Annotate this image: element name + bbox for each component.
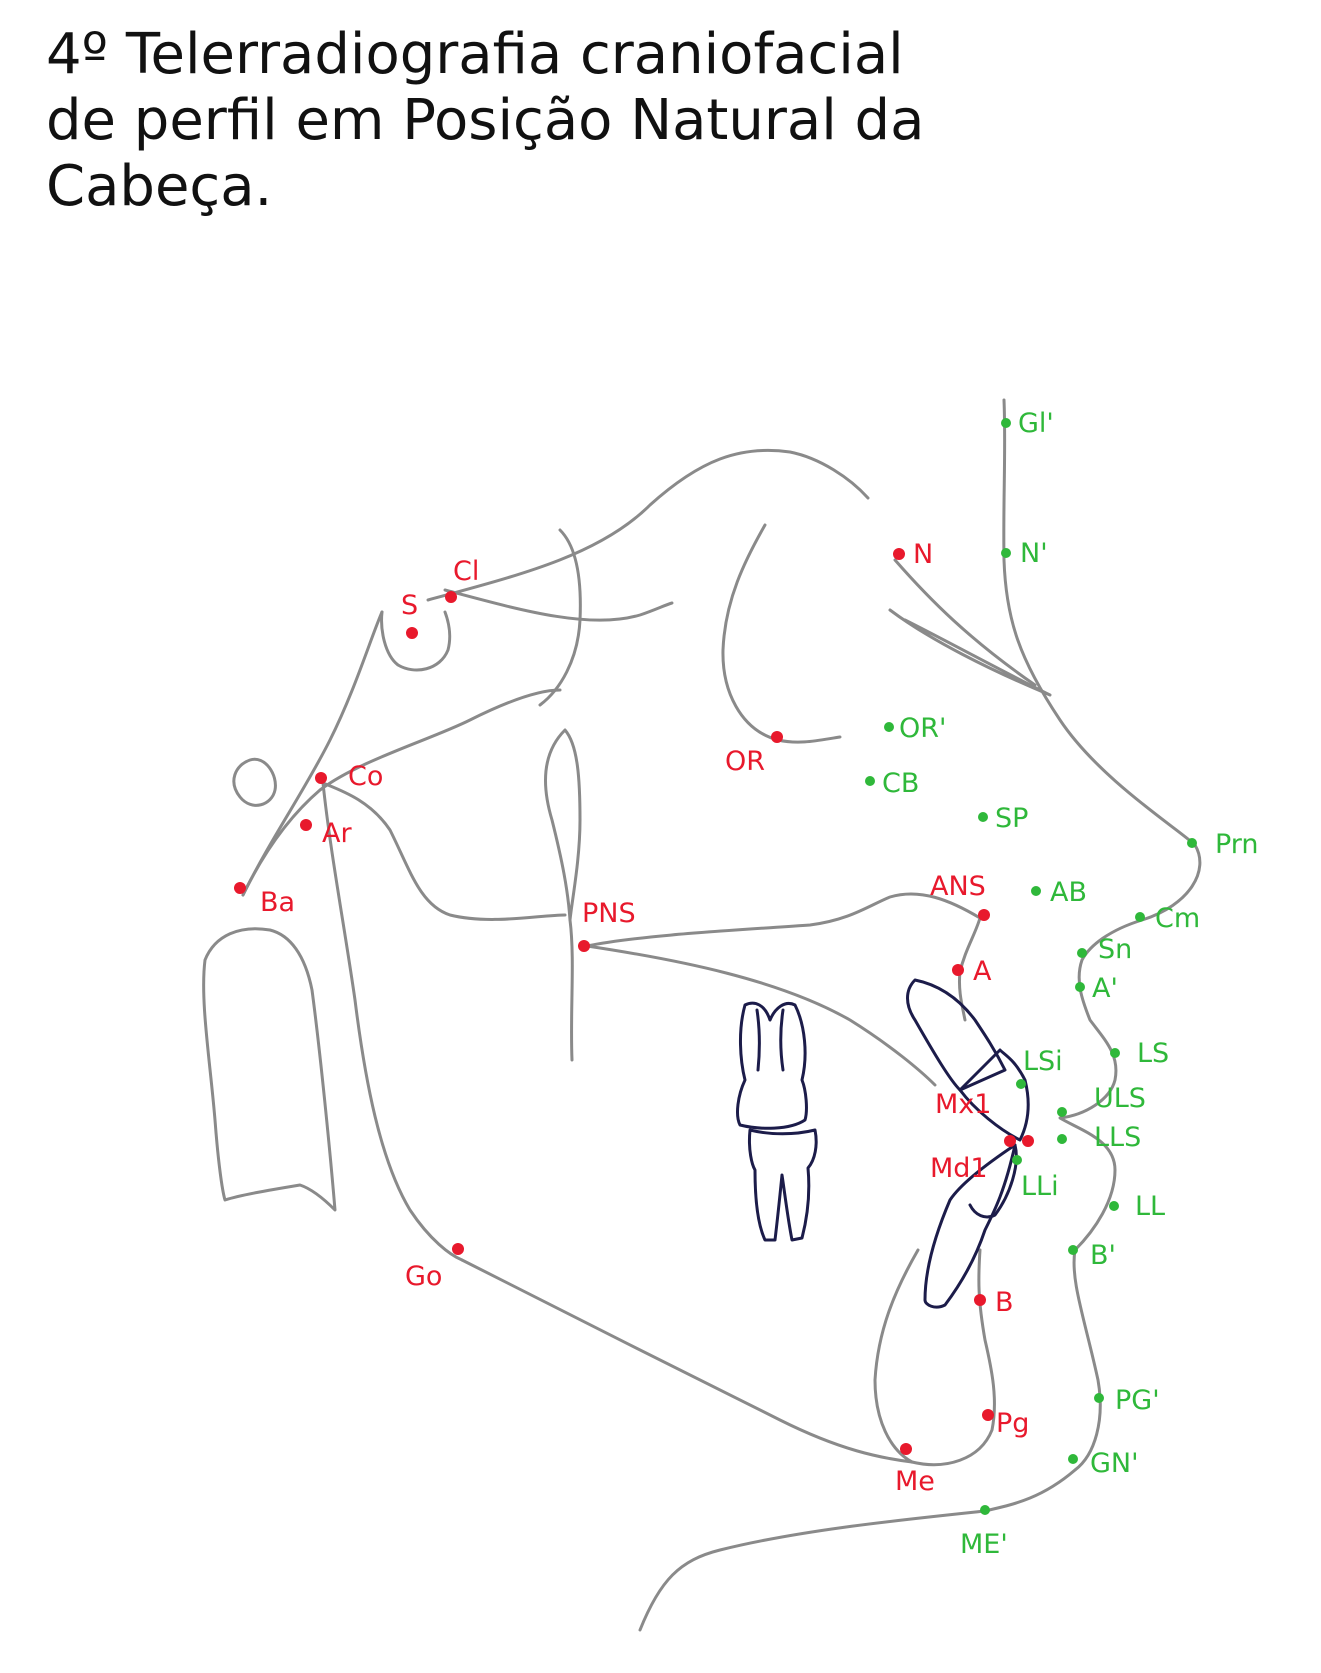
landmark-points — [234, 418, 1197, 1515]
point-prn — [1187, 838, 1197, 848]
porion-loop — [234, 759, 276, 805]
point-mx1 — [1004, 1135, 1016, 1147]
nasal-bone — [890, 610, 1050, 695]
point-ab — [1031, 886, 1041, 896]
soft-tissue-profile — [640, 400, 1200, 1630]
clivus-outline — [243, 612, 382, 895]
point-cl — [445, 591, 457, 603]
point-lsi — [1016, 1079, 1026, 1089]
label-n: N — [913, 539, 933, 570]
point-go — [452, 1243, 464, 1255]
pterygomaxillary-fissure — [546, 730, 580, 920]
label-ab: AB — [1050, 877, 1087, 908]
point-pns — [578, 940, 590, 952]
label-b-soft: B' — [1090, 1240, 1116, 1271]
point-md1 — [1022, 1135, 1034, 1147]
landmark-labels: S Cl N OR Co Ar Ba PNS ANS A Mx1 Md1 Go … — [260, 408, 1259, 1560]
label-gn-soft: GN' — [1090, 1448, 1139, 1479]
point-ar — [300, 819, 312, 831]
point-lls — [1057, 1134, 1067, 1144]
label-uls: ULS — [1094, 1083, 1146, 1114]
label-cb: CB — [882, 768, 919, 799]
label-me: Me — [895, 1466, 935, 1497]
symphysis-outline — [912, 1250, 994, 1465]
point-s — [406, 627, 418, 639]
label-lsi: LSi — [1023, 1046, 1063, 1077]
point-ans — [978, 909, 990, 921]
point-b-soft — [1068, 1245, 1078, 1255]
point-b — [974, 1294, 986, 1306]
planum-line — [445, 590, 672, 620]
point-ll — [1109, 1201, 1119, 1211]
label-prn: Prn — [1215, 829, 1259, 860]
label-pg-soft: PG' — [1115, 1385, 1160, 1416]
label-a: A — [973, 956, 992, 987]
point-sp — [978, 812, 988, 822]
upper-molar-icon — [738, 1003, 807, 1128]
label-pns: PNS — [582, 898, 636, 929]
label-pg: Pg — [996, 1408, 1029, 1439]
point-a-soft — [1075, 982, 1085, 992]
label-ba: Ba — [260, 887, 295, 918]
point-co — [315, 772, 327, 784]
label-cm: Cm — [1155, 903, 1200, 934]
point-or-soft — [884, 722, 894, 732]
point-a — [952, 964, 964, 976]
label-ls: LS — [1137, 1038, 1169, 1069]
label-ll: LL — [1135, 1191, 1165, 1222]
point-n-soft — [1001, 548, 1011, 558]
label-co: Co — [348, 761, 383, 792]
point-ba — [234, 882, 246, 894]
point-or — [771, 731, 783, 743]
label-mx1: Mx1 — [935, 1089, 991, 1120]
label-gl-soft: Gl' — [1018, 408, 1054, 439]
point-pg-soft — [1094, 1393, 1104, 1403]
mandibular-border — [462, 1260, 912, 1462]
label-ans: ANS — [930, 871, 986, 902]
label-n-soft: N' — [1020, 538, 1048, 569]
pterygoid-line — [570, 920, 572, 1060]
basion-line — [243, 690, 560, 895]
label-lli: LLi — [1021, 1171, 1059, 1202]
label-lls: LLS — [1094, 1122, 1141, 1153]
point-me-soft — [980, 1505, 990, 1515]
point-n — [893, 548, 905, 560]
cranial-base-outline — [428, 450, 868, 600]
point-gl-soft — [1001, 418, 1011, 428]
label-sn: Sn — [1098, 934, 1132, 965]
label-or: OR — [725, 746, 765, 777]
maxilla-inner — [587, 946, 935, 1085]
ramus-outline — [323, 783, 462, 1260]
anatomical-outlines — [204, 400, 1200, 1630]
label-cl: Cl — [453, 556, 479, 587]
label-me-soft: ME' — [960, 1529, 1008, 1560]
point-pg — [982, 1409, 994, 1421]
label-md1: Md1 — [930, 1153, 988, 1184]
label-ar: Ar — [322, 818, 352, 849]
point-uls — [1057, 1107, 1067, 1117]
palatal-plane — [587, 894, 980, 946]
point-ls — [1110, 1048, 1120, 1058]
label-a-soft: A' — [1092, 973, 1118, 1004]
label-s: S — [401, 590, 418, 621]
symphysis-inner — [875, 1250, 918, 1462]
teeth — [738, 980, 1029, 1307]
label-b: B — [995, 1287, 1014, 1318]
point-lli — [1012, 1155, 1022, 1165]
orbit-outline — [723, 525, 840, 742]
condyle-outline — [323, 783, 565, 919]
point-cb — [865, 776, 875, 786]
lower-molar-icon — [749, 1130, 816, 1240]
point-cm — [1135, 912, 1145, 922]
label-go: Go — [405, 1261, 442, 1292]
label-or-soft: OR' — [899, 713, 946, 744]
point-sn — [1077, 948, 1087, 958]
cervical-vertebra — [204, 929, 335, 1210]
point-me — [900, 1443, 912, 1455]
label-sp: SP — [995, 803, 1028, 834]
point-gn-soft — [1068, 1454, 1078, 1464]
